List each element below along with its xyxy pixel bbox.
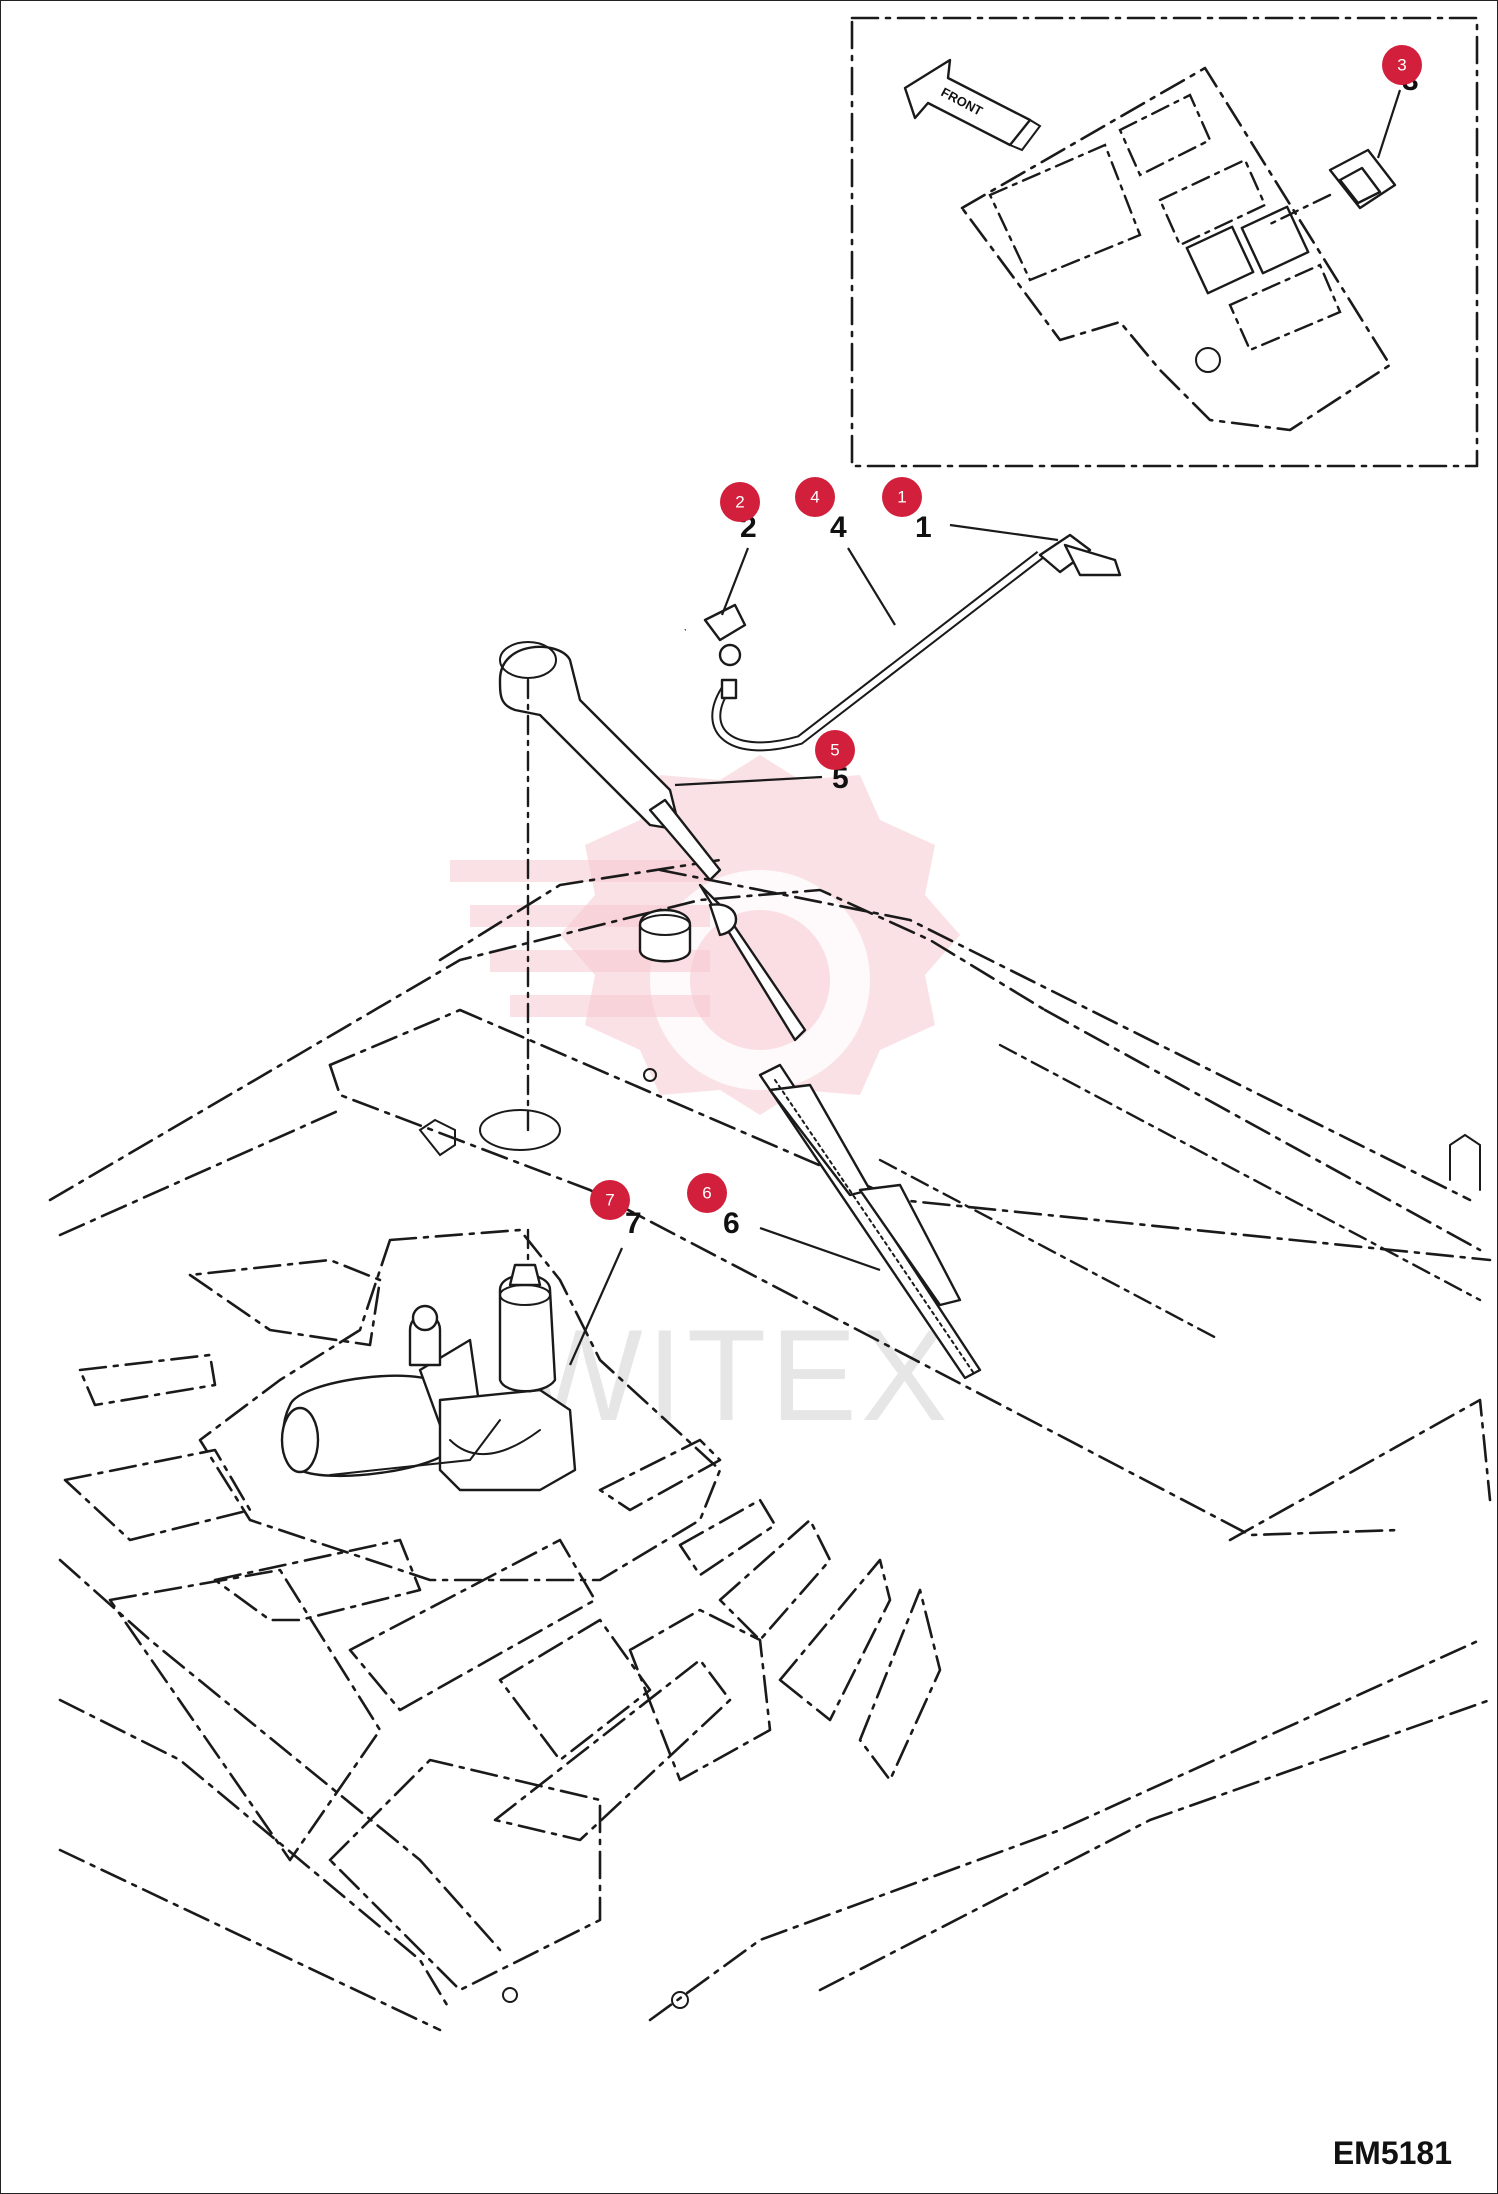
wiper-arm: [498, 641, 807, 1042]
watermark-text: WITEX: [520, 1302, 952, 1448]
callout-number-7: 7: [625, 1207, 642, 1240]
callout-badge-4[interactable]: 4: [795, 477, 835, 517]
callout-badge-6[interactable]: 6: [687, 1173, 727, 1213]
callout-badges[interactable]: 1 2 3 4 5 6 7: [590, 45, 1422, 1220]
callout-number-5: 5: [832, 762, 849, 795]
diagram-code: EM5181: [1332, 2135, 1452, 2171]
callout-numbers: 1 2 3 4 5 6 7: [625, 64, 1419, 1240]
svg-text:5: 5: [830, 741, 839, 760]
cab-roof-outline: [48, 858, 1492, 2032]
rocker-switch: [1266, 89, 1402, 227]
watermark-logo: [450, 755, 960, 1115]
wiper-motor: [280, 1263, 577, 1492]
svg-text:1: 1: [897, 488, 906, 507]
svg-text:7: 7: [605, 1191, 614, 1210]
leader-lines: [568, 523, 1059, 1366]
callout-badge-2[interactable]: 2: [720, 482, 760, 522]
front-arrow-icon: FRONT: [903, 58, 1042, 152]
callout-badge-5[interactable]: 5: [815, 730, 855, 770]
svg-text:3: 3: [1397, 56, 1406, 75]
washer-hose: [578, 533, 1122, 752]
svg-text:6: 6: [702, 1184, 711, 1203]
svg-text:4: 4: [810, 488, 819, 507]
switch-panel: [960, 66, 1392, 432]
inset-box: [850, 16, 1479, 468]
callout-badge-1[interactable]: 1: [882, 477, 922, 517]
wiper-blade: [758, 1063, 982, 1380]
svg-text:2: 2: [735, 493, 744, 512]
callout-badge-3[interactable]: 3: [1382, 45, 1422, 85]
callout-number-1: 1: [915, 511, 932, 544]
callout-number-6: 6: [723, 1207, 740, 1240]
callout-badge-7[interactable]: 7: [590, 1180, 630, 1220]
callout-number-4: 4: [830, 511, 847, 544]
